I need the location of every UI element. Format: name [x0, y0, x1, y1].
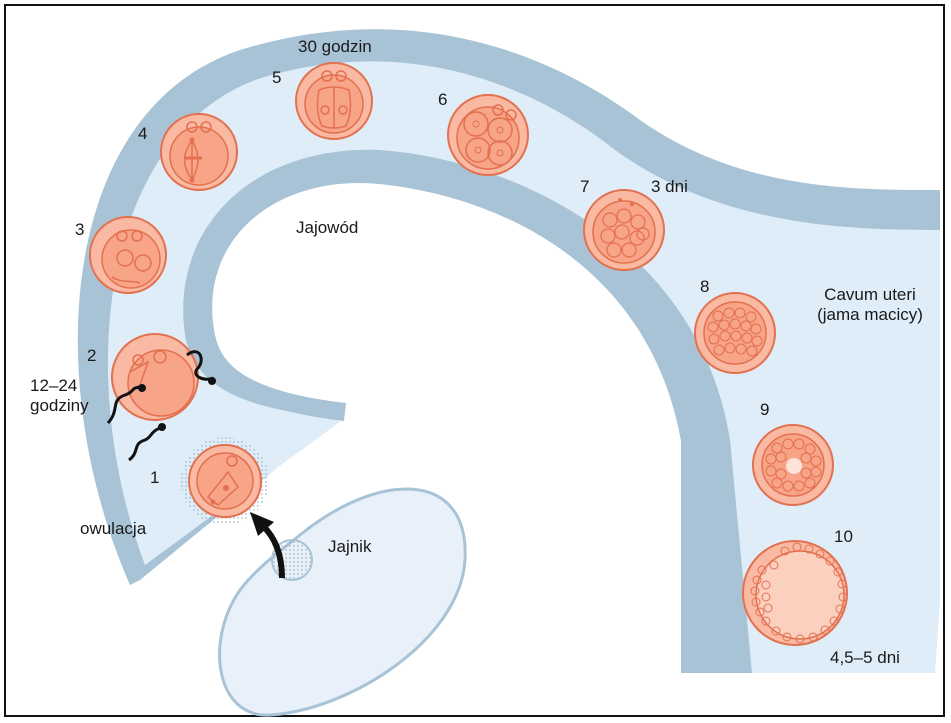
- cell-stage-2: [112, 334, 198, 420]
- label-stage-6: 6: [438, 90, 447, 110]
- label-stage-4: 4: [138, 124, 147, 144]
- label-stage-3: 3: [75, 220, 84, 240]
- label-stage-10: 10: [834, 527, 853, 547]
- cell-stage-5: [296, 63, 372, 139]
- label-stage-8: 8: [700, 277, 709, 297]
- label-cavum-line2: (jama macicy): [800, 305, 940, 325]
- cell-stage-6: [448, 95, 528, 175]
- cell-stage-9: [753, 425, 833, 505]
- label-30-godzin: 30 godzin: [298, 37, 372, 57]
- label-cavum-line1: Cavum uteri: [800, 285, 940, 305]
- label-stage-1: 1: [150, 468, 159, 488]
- cell-stage-8: [695, 293, 775, 373]
- label-12-24-line2: godziny: [30, 396, 89, 416]
- label-stage-7: 7: [580, 177, 589, 197]
- cell-stage-7: [584, 190, 664, 270]
- label-owulacja: owulacja: [80, 519, 146, 539]
- label-jajowod: Jajowód: [296, 218, 358, 238]
- cell-stage-3: [90, 217, 166, 293]
- cell-stage-1: [181, 437, 269, 525]
- label-stage-5: 5: [272, 68, 281, 88]
- label-stage-9: 9: [760, 400, 769, 420]
- label-12-24-line1: 12–24: [30, 376, 89, 396]
- label-jajnik: Jajnik: [328, 537, 371, 557]
- label-3-dni: 3 dni: [651, 177, 688, 197]
- label-cavum-uteri: Cavum uteri (jama macicy): [800, 285, 940, 325]
- label-12-24: 12–24 godziny: [30, 376, 89, 416]
- cell-stage-4: [161, 114, 237, 190]
- cell-stage-10: [743, 541, 847, 645]
- label-stage-2: 2: [87, 346, 96, 366]
- label-4-5-dni: 4,5–5 dni: [830, 648, 900, 668]
